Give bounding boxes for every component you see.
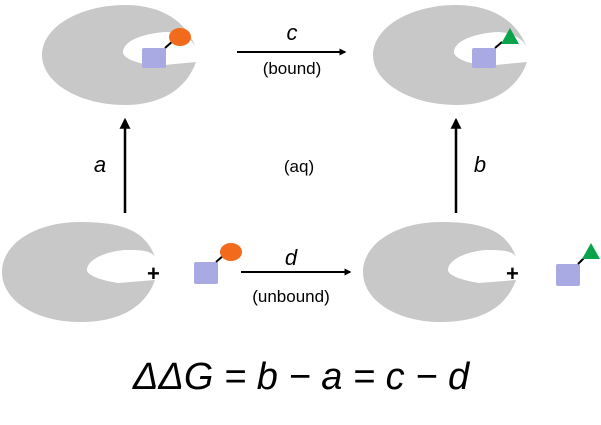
label-b: b	[474, 152, 486, 177]
unbound-modified: +	[363, 222, 600, 322]
bound-complex-modified	[373, 5, 527, 105]
equation: ΔΔG = b − a = c − d	[132, 356, 471, 398]
plus-sign: +	[506, 261, 519, 286]
ligand-base	[556, 264, 580, 286]
ligand-base	[472, 48, 496, 68]
ligand-group-original	[169, 28, 191, 46]
label-c: c	[287, 20, 298, 45]
label-c-state: (bound)	[263, 59, 322, 78]
ligand-group-original	[220, 243, 242, 261]
unbound-original: +	[2, 222, 242, 322]
protein-shape	[373, 5, 527, 105]
label-d: d	[285, 245, 298, 270]
bound-complex-original	[42, 5, 196, 105]
protein-shape	[2, 222, 155, 322]
ligand-base	[142, 48, 166, 68]
protein-shape	[42, 5, 196, 105]
label-a: a	[94, 152, 106, 177]
plus-sign: +	[147, 261, 160, 286]
label-d-state: (unbound)	[252, 287, 330, 306]
ligand-base	[194, 262, 218, 284]
label-aqueous: (aq)	[284, 157, 314, 176]
ligand-group-modified	[582, 243, 600, 259]
protein-shape	[363, 222, 516, 322]
ligand-linker	[494, 41, 503, 49]
ligand-group-modified	[501, 28, 519, 44]
